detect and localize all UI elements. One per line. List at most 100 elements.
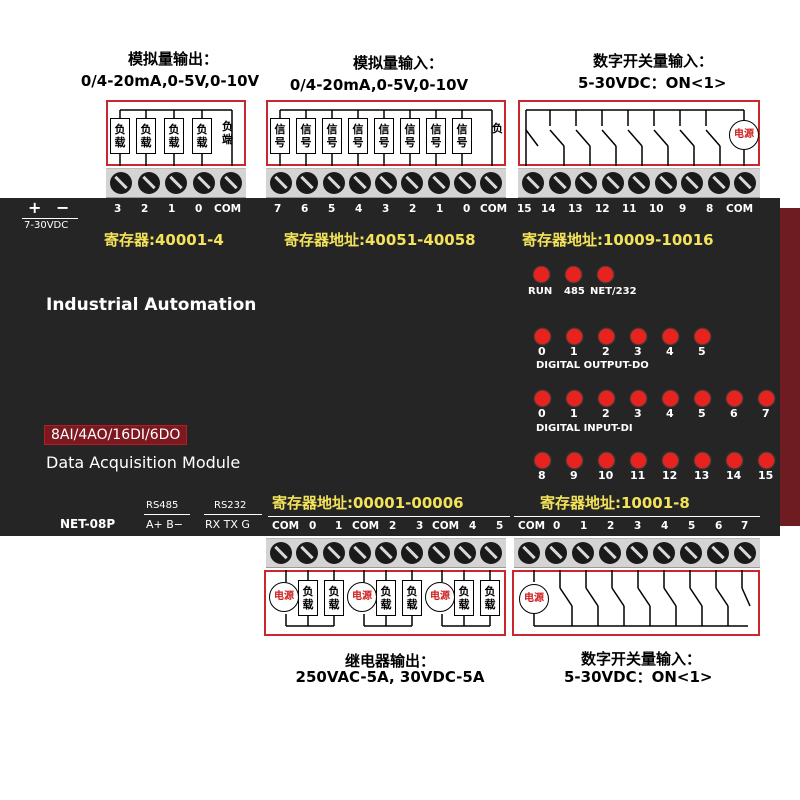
di-bottom-caption-range: 5-30VDC：ON<1>: [564, 668, 713, 686]
di-top-power-source: 电源: [729, 120, 759, 150]
di-led-10: [599, 453, 614, 468]
ao-caption-title: 模拟量输出：: [127, 50, 218, 68]
di-led-num: 11: [630, 469, 646, 482]
di-terminal-15: 15: [517, 203, 532, 215]
ao-terminal-1: 1: [168, 203, 176, 215]
screw-icon: [626, 542, 648, 564]
relay-load-5: 负载: [480, 580, 500, 616]
ai-signal-3: 信号: [374, 118, 394, 154]
di-led-8: [535, 453, 550, 468]
di-led-0: [535, 391, 550, 406]
net232-led-label: NET/232: [590, 286, 637, 297]
di-top-caption-range: 5-30VDC：ON<1>: [578, 74, 727, 92]
ai-terminal-6: 6: [301, 203, 309, 215]
screw-icon: [453, 172, 476, 194]
rs232-pins: RX TX G: [205, 518, 250, 531]
di-led-num: 15: [758, 469, 774, 482]
di-bottom-power-source: 电源: [519, 584, 549, 614]
di-bottom-terminal-4: 4: [661, 520, 669, 532]
screw-icon: [375, 172, 397, 194]
relay-load-1: 负载: [324, 580, 344, 616]
screw-icon: [628, 172, 650, 194]
di-led-11: [631, 453, 646, 468]
bottom-terminal-divider: [514, 516, 760, 517]
di-bottom-terminal-6: 6: [715, 520, 723, 532]
screw-icon: [480, 542, 502, 564]
di-led-num: 13: [694, 469, 710, 482]
ai-terminal-0: 0: [463, 203, 471, 215]
di-bottom-wiring-box: [512, 570, 760, 636]
do-section-label: DIGITAL OUTPUT-DO: [536, 360, 649, 371]
rs485-label: RS485: [146, 500, 179, 511]
relay-power-source-1: 电源: [269, 582, 299, 612]
di-led-7: [759, 391, 774, 406]
di-low-register-address: 寄存器地址:10001-8: [540, 494, 690, 512]
di-bottom-terminal-0: 0: [553, 520, 561, 532]
relay-load-0: 负载: [298, 580, 318, 616]
di-terminal-9: 9: [679, 203, 687, 215]
screw-icon: [427, 542, 450, 564]
ai-terminal-1: 1: [436, 203, 444, 215]
di-bottom-switch-lines: [512, 570, 760, 640]
di-led-13: [695, 453, 710, 468]
bottom-terminal-divider: [268, 516, 510, 517]
screw-icon: [575, 172, 597, 194]
ai-signal-1: 信号: [426, 118, 446, 154]
ai-register-address: 寄存器地址:40051-40058: [284, 231, 476, 249]
screw-icon: [707, 542, 729, 564]
do-led-num: 3: [634, 345, 642, 358]
di-led-15: [759, 453, 774, 468]
di-led-4: [663, 391, 678, 406]
di-top-terminal-block: [518, 168, 760, 198]
relay-terminal-3: 3: [416, 520, 424, 532]
di-bottom-terminal-com: COM: [518, 520, 546, 532]
di-led-num: 12: [662, 469, 678, 482]
ai-terminal-block: [266, 168, 506, 198]
screw-icon: [110, 172, 132, 194]
ai-signal-4: 信号: [348, 118, 368, 154]
ao-register-address: 寄存器:40001-4: [104, 231, 224, 249]
relay-terminal-1: 1: [335, 520, 343, 532]
screw-icon: [680, 542, 702, 564]
screw-icon: [734, 172, 756, 194]
ao-load-0: 负载: [192, 118, 212, 154]
ao-neg-terminal-label: 负端: [222, 120, 233, 146]
screw-icon: [545, 542, 567, 564]
model-label: NET-08P: [60, 517, 116, 531]
di-section-label: DIGITAL INPUT-DI: [536, 423, 633, 434]
di-led-14: [727, 453, 742, 468]
run-led: [534, 267, 549, 282]
screw-icon: [548, 172, 571, 194]
ai-signal-7: 信号: [270, 118, 290, 154]
ai-terminal-2: 2: [409, 203, 417, 215]
di-led-12: [663, 453, 678, 468]
ai-terminal-7: 7: [274, 203, 282, 215]
screw-icon: [427, 172, 450, 194]
di-led-3: [631, 391, 646, 406]
ai-terminal-5: 5: [328, 203, 336, 215]
screw-icon: [401, 542, 424, 564]
do-led-num: 2: [602, 345, 610, 358]
device-title: Industrial Automation: [46, 295, 257, 315]
ao-load-3: 负载: [110, 118, 130, 154]
di-bottom-caption-title: 数字开关量输入：: [580, 650, 701, 668]
relay-power-source-2: 电源: [347, 582, 377, 612]
di-led-num: 9: [570, 469, 578, 482]
di-bottom-terminal-5: 5: [688, 520, 696, 532]
do-led-num: 4: [666, 345, 674, 358]
screw-icon: [220, 172, 242, 194]
relay-terminal-block: [266, 538, 506, 568]
screw-icon: [322, 542, 345, 564]
ai-signal-0: 信号: [452, 118, 472, 154]
di-terminal-8: 8: [706, 203, 714, 215]
net232-led: [598, 267, 613, 282]
device-side-panel: [780, 208, 800, 526]
di-led-num: 5: [698, 407, 706, 420]
screw-icon: [322, 172, 345, 194]
di-high-register-address: 寄存器地址:10009-10016: [522, 231, 714, 249]
relay-terminal-com: COM: [272, 520, 300, 532]
rs485-underline: [144, 514, 190, 515]
ai-negative-label: 负: [492, 122, 503, 135]
relay-terminal-2: 2: [389, 520, 397, 532]
screw-icon: [572, 542, 594, 564]
